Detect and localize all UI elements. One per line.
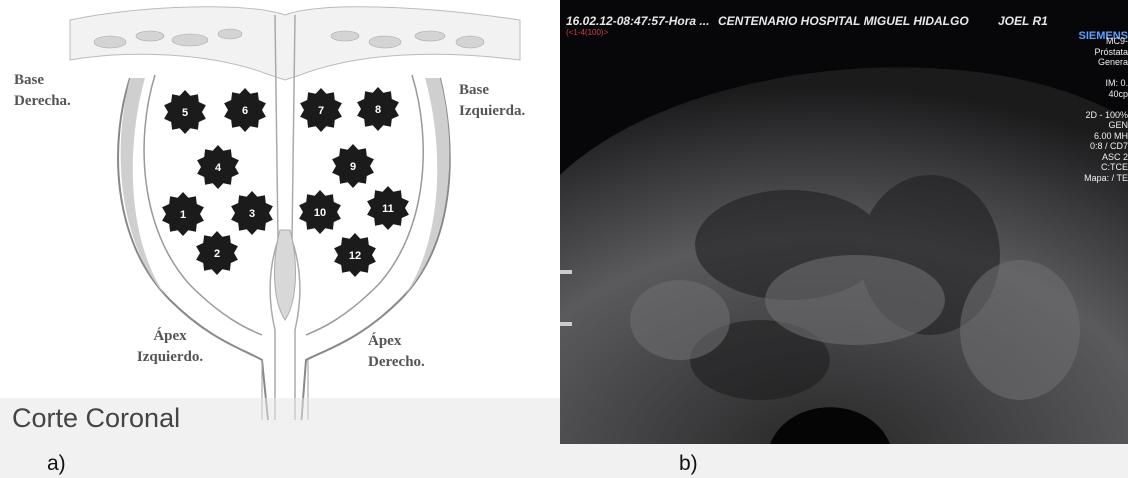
region-marker-6: 6 [224,88,266,132]
region-label: 10 [314,207,326,219]
region-label: 3 [249,208,255,220]
ultrasound-fan [560,0,1128,444]
region-label: 7 [318,105,324,117]
scan-parameter-line: MC9- [1076,36,1128,47]
scan-parameter-line [1076,68,1128,79]
region-marker-2: 2 [196,231,238,275]
scan-parameter-line: GEN [1076,120,1128,131]
region-marker-8: 8 [357,87,399,131]
region-label: 12 [349,250,361,262]
region-label: 1 [180,209,186,221]
scan-parameter-line: Próstata [1076,47,1128,58]
scan-parameter-line: Genera [1076,57,1128,68]
region-label: 8 [375,104,381,116]
scan-parameter-line: C:TCE [1076,162,1128,173]
ultrasound-image: 16.02.12-08:47:57-Hora ... CENTENARIO HO… [560,0,1128,444]
scan-parameter-line: 40cp [1076,89,1128,100]
scan-parameter-line: ASC 2 [1076,152,1128,163]
depth-marker [560,322,572,326]
depth-marker [560,270,572,274]
hospital-name: CENTENARIO HOSPITAL MIGUEL HIDALGO [718,14,969,28]
region-label: 4 [215,162,222,174]
region-marker-11: 11 [367,186,409,230]
sublabel-a: a) [47,452,66,476]
scan-parameter-line: 2D - 100% [1076,110,1128,121]
region-label: 2 [214,248,220,260]
scan-parameter-line: 6.00 MH [1076,131,1128,142]
scan-parameter-line: 0:8 / CD7 [1076,141,1128,152]
region-marker-12: 12 [334,233,376,277]
region-label: 6 [242,105,248,117]
scan-parameter-line: IM: 0. [1076,78,1128,89]
region-marker-1: 1 [162,192,204,236]
region-marker-3: 3 [231,191,273,235]
scan-parameter-line: Mapa: / TE [1076,173,1128,184]
region-marker-4: 4 [197,145,239,189]
region-label: 5 [182,107,188,119]
region-marker-9: 9 [332,144,374,188]
caption-coronal: Corte Coronal [12,403,180,434]
region-marker-7: 7 [300,88,342,132]
sublabel-b: b) [679,452,698,476]
region-label: 11 [382,203,394,215]
scan-parameter-line [1076,99,1128,110]
exam-timestamp: 16.02.12-08:47:57-Hora ... [566,14,709,28]
operator-name: JOEL R1 [998,14,1048,28]
region-marker-10: 10 [299,190,341,234]
settings-tag: (<1-4(100)> [566,28,608,37]
region-marker-5: 5 [164,90,206,134]
region-label: 9 [350,161,356,173]
